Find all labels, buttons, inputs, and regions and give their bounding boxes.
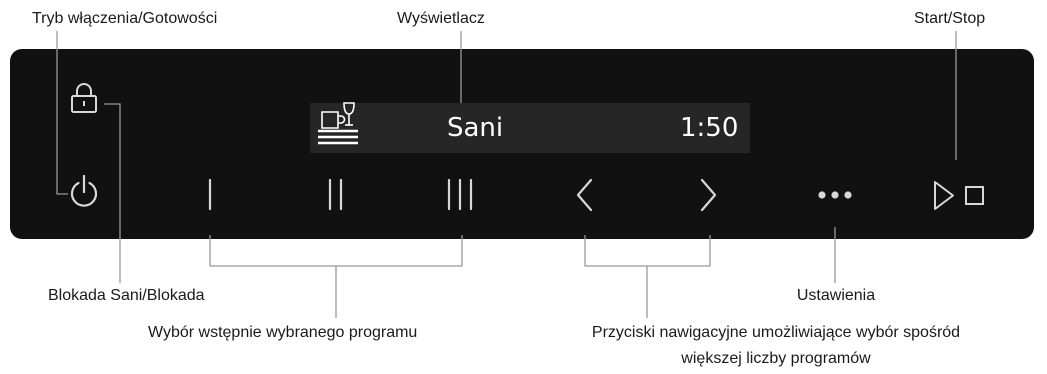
chevron-right-icon[interactable] xyxy=(700,178,717,212)
program-2-icon[interactable] xyxy=(328,178,343,211)
program-3-icon[interactable] xyxy=(447,178,473,211)
leader-navigation xyxy=(584,235,711,318)
leader-power-mode xyxy=(56,31,68,195)
play-icon[interactable] xyxy=(934,181,954,210)
program-buttons xyxy=(208,178,473,211)
program-time: 1:50 xyxy=(680,113,739,143)
dishes-glass-icon xyxy=(318,102,358,145)
leader-preset-programs xyxy=(209,235,463,318)
leader-lock xyxy=(104,103,121,283)
display-label: Wyświetlacz xyxy=(397,10,485,27)
stop-icon[interactable] xyxy=(965,186,984,205)
navigation-label-line1: Przyciski nawigacyjne umożliwiające wybó… xyxy=(591,324,961,341)
navigation-label-line2: większej liczby programów xyxy=(681,350,871,367)
lock-label: Blokada Sani/Blokada xyxy=(48,287,205,304)
lock-icon[interactable] xyxy=(71,83,97,113)
chevron-left-icon[interactable] xyxy=(576,178,593,212)
more-dots-icon[interactable] xyxy=(818,191,852,199)
program-name: Sani xyxy=(447,113,504,143)
settings-label: Ustawienia xyxy=(796,287,876,304)
leader-lines xyxy=(56,31,957,318)
preset-programs-label: Wybór wstępnie wybranego programu xyxy=(148,324,418,341)
power-mode-label: Tryb włączenia/Gotowości xyxy=(32,10,218,27)
display-screen xyxy=(310,103,750,153)
start-stop-label: Start/Stop xyxy=(914,10,986,27)
power-icon[interactable] xyxy=(70,174,98,207)
